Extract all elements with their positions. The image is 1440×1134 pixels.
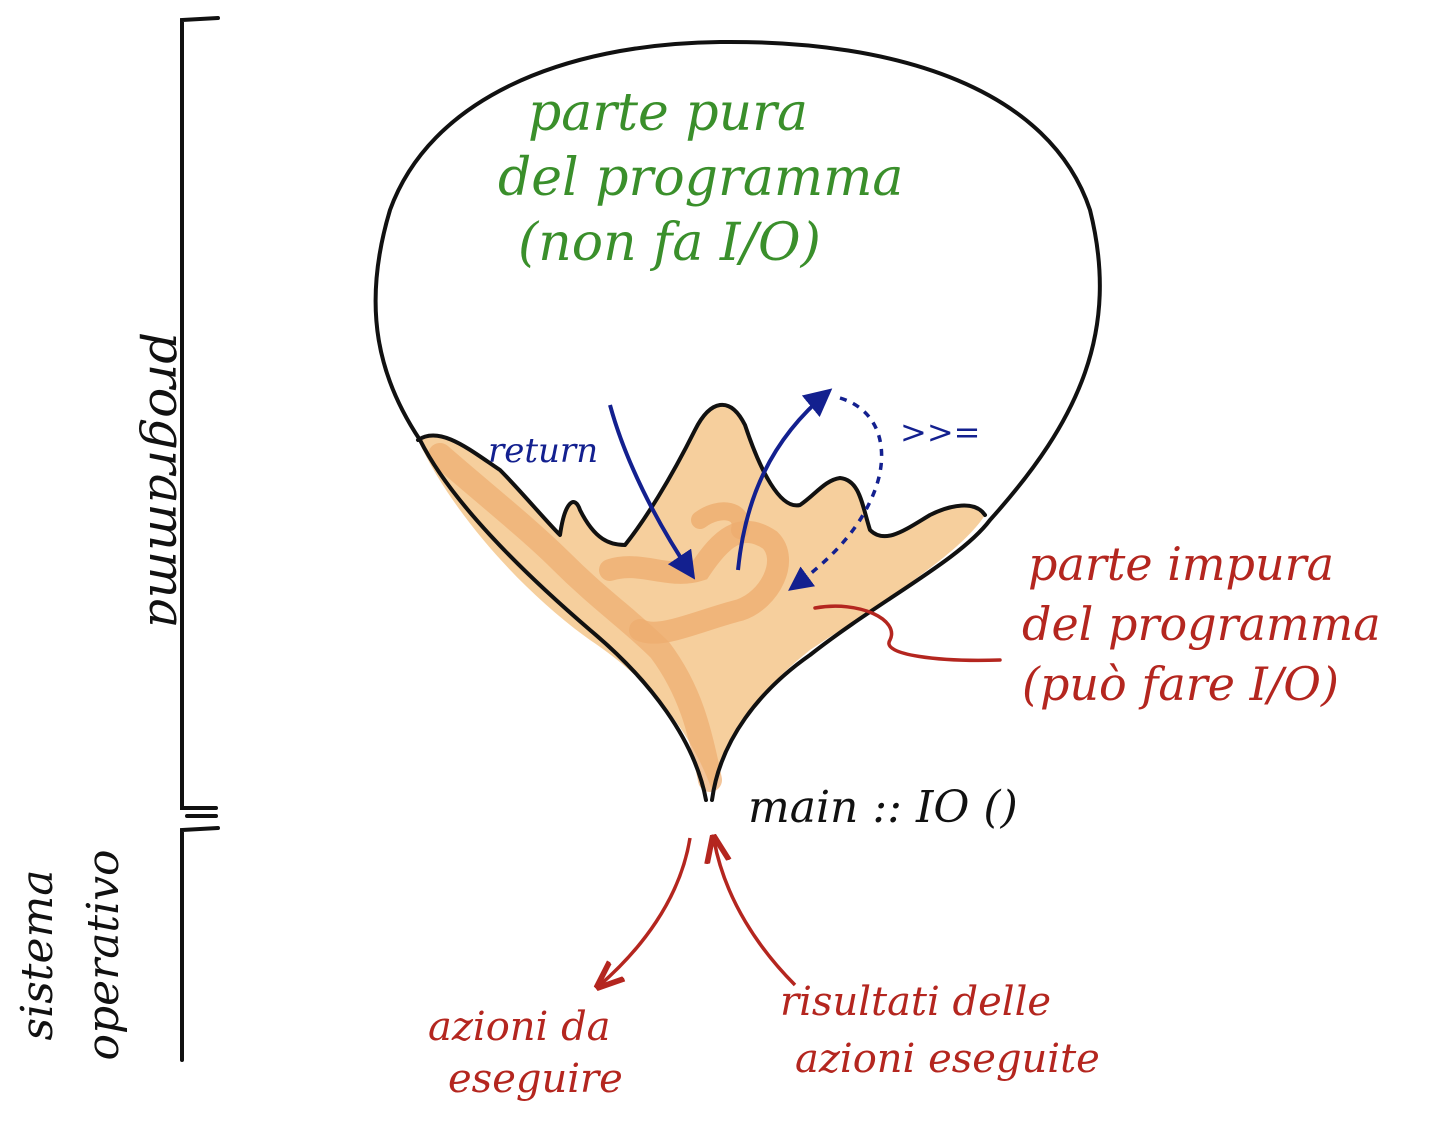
actions-line-2: eseguire [448, 1056, 623, 1102]
actions-line-1: azioni da [428, 1004, 611, 1050]
return-arrow [608, 404, 696, 580]
impure-line-2: del programma [1022, 597, 1381, 651]
impure-part-label: parte impura del programma (può fare I/O… [1022, 537, 1381, 711]
results-arrow [714, 840, 797, 987]
impure-line-3: (può fare I/O) [1022, 657, 1339, 711]
os-label-line-1: sistema [12, 870, 63, 1041]
actions-label: azioni da eseguire [428, 1004, 623, 1102]
pure-line-3: (non fa I/O) [518, 213, 821, 273]
impure-leader-line [813, 604, 1002, 663]
main-signature: main :: IO () [748, 782, 1018, 833]
program-balloon [373, 39, 1102, 802]
return-label: return [488, 431, 598, 471]
os-bracket [180, 826, 220, 1062]
actions-arrow [600, 837, 692, 985]
os-label-line-2: operativo [78, 849, 129, 1060]
program-bracket [180, 16, 220, 818]
impure-line-1: parte impura [1028, 537, 1334, 591]
pure-line-1: parte pura [528, 83, 808, 143]
pure-part-label: parte pura del programma (non fa I/O) [498, 83, 903, 273]
os-label: sistema operativo [12, 849, 129, 1060]
results-label: risultati delle azioni eseguite [780, 979, 1100, 1082]
bind-back-arrow [788, 396, 884, 591]
program-label: programma [138, 332, 196, 628]
pure-line-2: del programma [498, 148, 903, 208]
bind-label: >>= [900, 413, 980, 451]
bind-out-arrow [736, 388, 833, 571]
results-line-2: azioni eseguite [795, 1036, 1100, 1082]
results-line-1: risultati delle [780, 979, 1051, 1025]
